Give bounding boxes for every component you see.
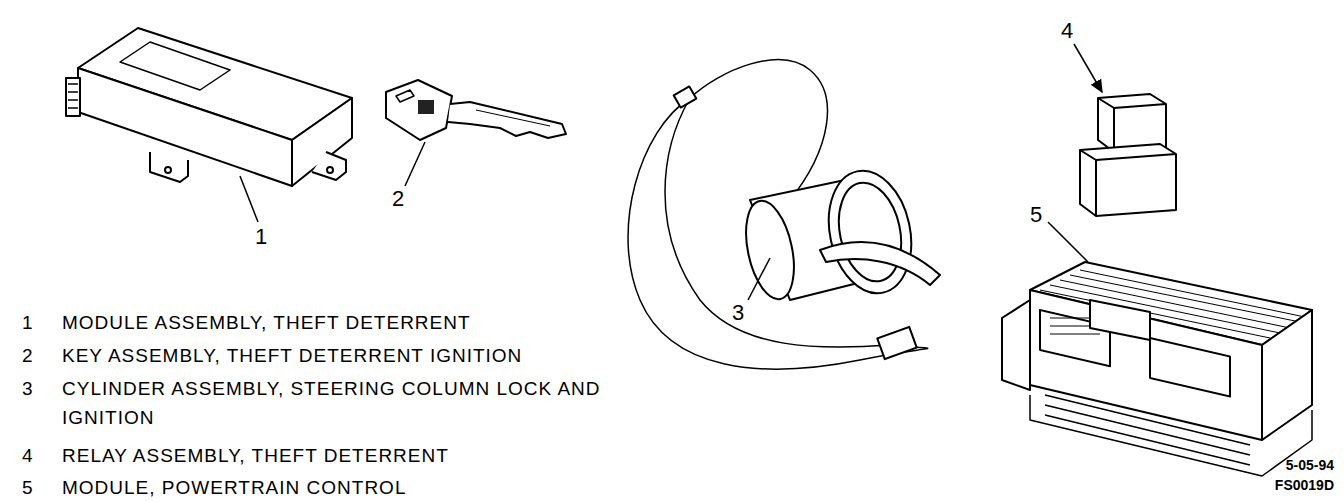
powertrain-module [1002,222,1312,476]
list-number: 2 [22,341,34,370]
theft-module [66,28,352,222]
list-number: 1 [22,308,34,337]
list-number: 5 [22,473,34,502]
callout-number: 5 [1030,200,1043,229]
relay [1074,44,1176,216]
part-name: CYLINDER ASSEMBLY, STEERING COLUMN LOCK … [62,374,672,432]
part-name: MODULE ASSEMBLY, THEFT DETERRENT [62,308,471,337]
list-number: 3 [22,374,34,403]
ignition-key [386,80,566,186]
callout-number: 2 [392,184,405,213]
callout-number: 1 [255,222,268,251]
callout-number: 3 [732,298,745,327]
part-name: MODULE, POWERTRAIN CONTROL [62,473,406,502]
callout-number: 4 [1061,16,1074,45]
date-code: 5-05-94 [1286,456,1334,474]
list-number: 4 [22,441,34,470]
part-name: KEY ASSEMBLY, THEFT DETERRENT IGNITION [62,341,522,370]
ignition-cylinder [628,60,940,369]
figure-code: FS0019D [1275,476,1334,494]
part-name: RELAY ASSEMBLY, THEFT DETERRENT [62,441,449,470]
